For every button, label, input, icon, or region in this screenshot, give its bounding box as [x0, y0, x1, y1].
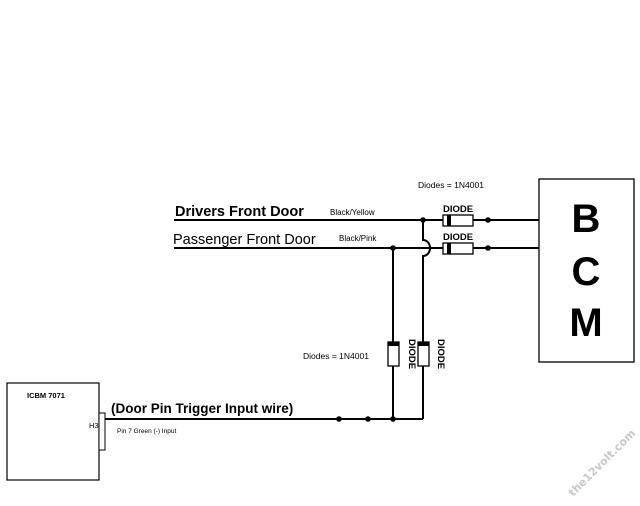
diode-drivers	[442, 214, 474, 227]
diode-drivers-label: DIODE	[443, 204, 473, 215]
diode-vertical-left	[387, 341, 400, 367]
junction-dot-trigger-2	[365, 416, 371, 422]
diode-vertical-left-label: DIODE	[406, 339, 417, 369]
bcm-box	[538, 178, 635, 363]
trigger-wire-label: (Door Pin Trigger Input wire)	[111, 401, 293, 416]
watermark: the12volt.com	[566, 427, 638, 499]
drivers-wire-label: Drivers Front Door	[175, 204, 304, 220]
vertical-wire-right	[422, 220, 431, 419]
diode-spec-bottom: Diodes = 1N4001	[303, 351, 369, 361]
bcm-letter-m: M	[569, 301, 602, 345]
diode-spec-top: Diodes = 1N4001	[418, 180, 484, 190]
icbm-connector-label: H3	[89, 421, 99, 430]
icbm-connector-h3	[98, 412, 106, 451]
junction-dot-passenger-right	[485, 245, 491, 251]
diode-vertical-right	[417, 341, 430, 367]
bcm-letter-c: C	[572, 250, 601, 294]
diode-passenger-label: DIODE	[443, 232, 473, 243]
passenger-wire-color: Black/Pink	[339, 234, 377, 243]
junction-dot-trigger-1	[336, 416, 342, 422]
junction-dot-trigger-3	[390, 416, 396, 422]
icbm-box	[6, 382, 100, 481]
drivers-wire-color: Black/Yellow	[330, 208, 375, 217]
icbm-title: ICBM 7071	[27, 391, 65, 400]
diode-passenger	[442, 242, 474, 255]
bcm-letter-b: B	[572, 197, 601, 241]
diode-vertical-right-label: DIODE	[435, 339, 446, 369]
passenger-wire-label: Passenger Front Door	[173, 232, 316, 248]
junction-dot-drivers-right	[485, 217, 491, 223]
trigger-wire-pin: Pin 7 Green (-) Input	[117, 428, 176, 435]
